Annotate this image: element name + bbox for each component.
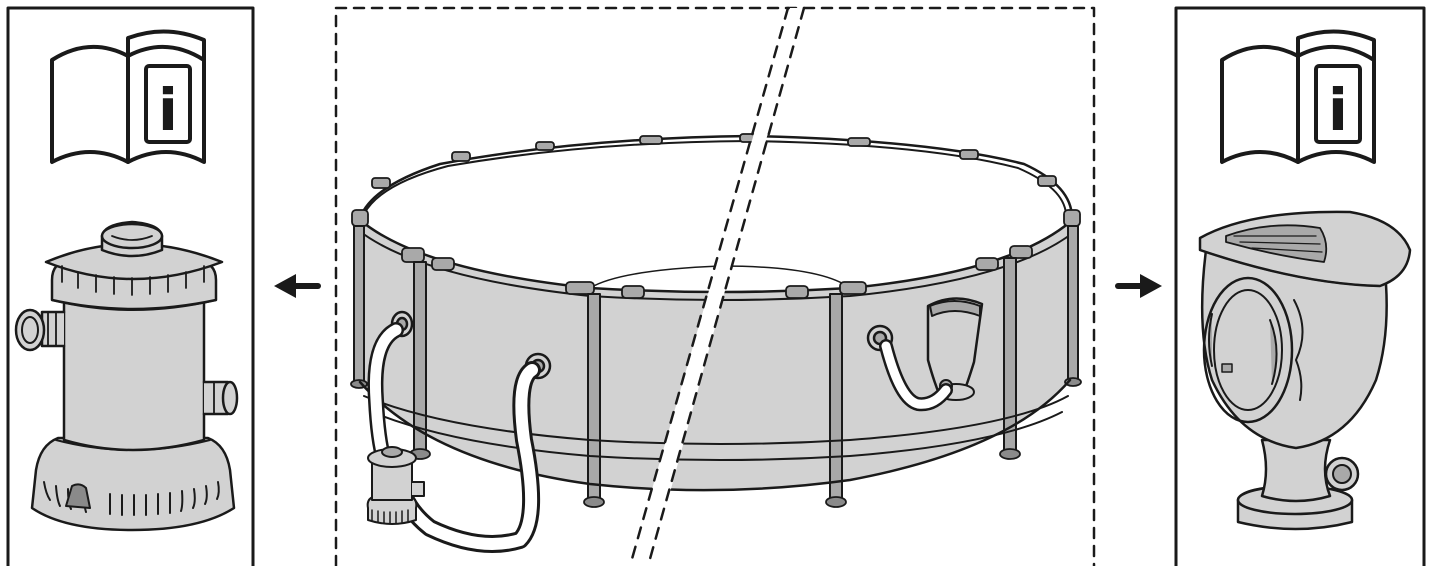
split-line [628,6,806,566]
filter-pump-panel: i [6,6,255,566]
right-panel-frame [1174,6,1426,566]
right-arrow [1115,274,1162,298]
info-glyph: i [158,76,178,144]
pool-scene [334,6,1096,566]
pool-scene-frame [334,6,1096,566]
info-glyph: i [1328,76,1348,144]
manual-info-icon: i [1220,29,1376,164]
surface-skimmer [1198,210,1412,531]
left-arrow [274,274,321,298]
cartridge-filter-pump [14,220,239,532]
left-panel-frame [6,6,255,566]
pool-pump-small [366,446,425,525]
skimmer-panel: i [1174,6,1426,566]
manual-info-icon: i [50,29,206,164]
